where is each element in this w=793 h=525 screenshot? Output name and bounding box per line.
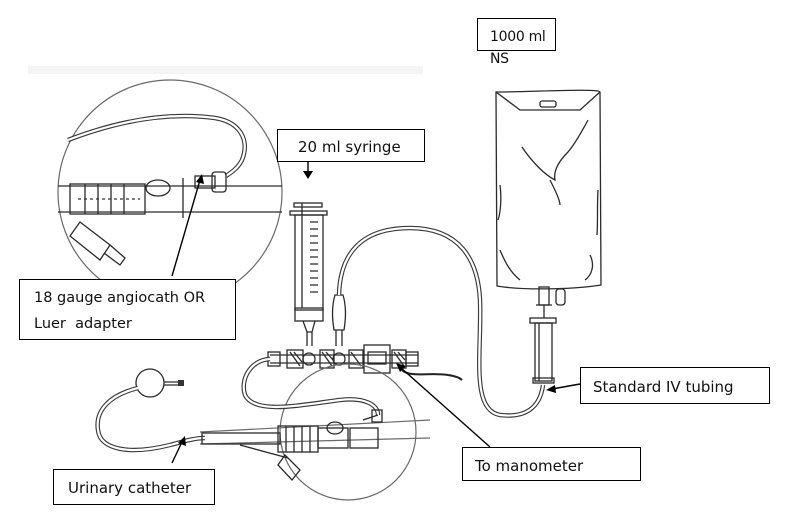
label-manometer: To manometer <box>462 447 641 481</box>
label-syringe: 20 ml syringe <box>277 129 425 162</box>
saline-bag-drawing <box>495 89 602 384</box>
stopcock-manifold <box>267 294 463 381</box>
label-angiocath: 18 gauge angiocath OR Luer adapter <box>19 279 236 340</box>
urinary-catheter-drawing <box>95 368 281 453</box>
label-urinary-catheter: Urinary catheter <box>53 469 215 505</box>
syringe-drawing <box>289 202 328 346</box>
arrow-manometer <box>399 366 491 448</box>
detail-circle-bottom <box>199 356 431 501</box>
label-syringe-text: 20 ml syringe <box>298 138 401 156</box>
label-iv-tubing: Standard IV tubing <box>580 367 770 404</box>
label-saline-bag: 1000 ml NS <box>477 18 556 67</box>
arrowhead-catheter <box>178 436 186 446</box>
arrow-angiocath <box>171 179 201 277</box>
arrow-catheter <box>171 441 183 464</box>
pointer-arrows <box>171 162 581 464</box>
label-iv-tubing-text: Standard IV tubing <box>593 378 734 396</box>
arrowhead-angiocath <box>196 174 204 184</box>
label-urinary-catheter-text: Urinary catheter <box>68 479 192 497</box>
arrowhead-manometer <box>396 363 406 372</box>
label-angiocath-line2: Luer adapter <box>34 316 132 332</box>
label-manometer-text: To manometer <box>475 457 584 475</box>
iv-tubing-drawing <box>336 225 546 418</box>
detail-circle-top <box>57 79 283 305</box>
arrowhead-syringe <box>303 171 313 179</box>
label-saline-bag-text: 1000 ml NS <box>490 29 546 67</box>
faint-band <box>28 66 423 74</box>
arrow-iv-tubing <box>551 383 581 390</box>
arrowhead-iv-tubing <box>546 385 556 393</box>
label-angiocath-line1: 18 gauge angiocath OR <box>34 290 206 306</box>
